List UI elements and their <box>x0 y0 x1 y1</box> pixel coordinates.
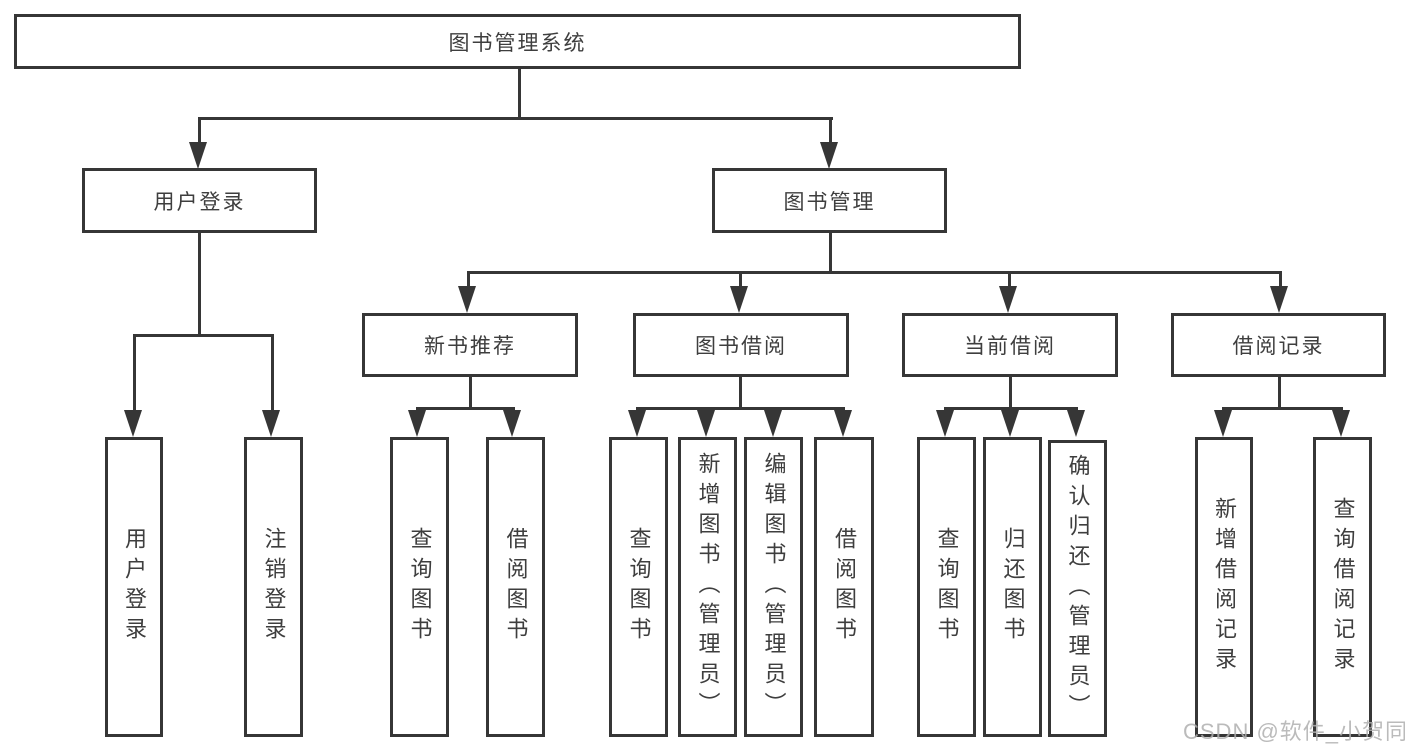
node-label: 新书推荐 <box>424 335 516 358</box>
leaf-logout: 注销登录 <box>244 437 303 737</box>
arrowhead-down-icon <box>408 410 426 437</box>
arrowhead-down-icon <box>628 410 646 437</box>
connector-group-stem <box>1278 377 1281 408</box>
node-label: 新增图书（管理员） <box>695 452 721 722</box>
node-current-borrowing: 当前借阅 <box>902 313 1118 377</box>
connector-group-stem <box>739 377 742 408</box>
arrowhead-down-icon <box>1001 410 1019 437</box>
node-label: 图书管理系统 <box>448 31 587 55</box>
node-label: 图书管理 <box>783 190 876 214</box>
node-label: 确认归还（管理员） <box>1065 453 1091 724</box>
connector-user-login-branch <box>133 334 274 337</box>
node-label: 借阅记录 <box>1232 335 1325 358</box>
node-label: 查询图书 <box>934 527 960 647</box>
connector-arrow-stem <box>271 336 274 411</box>
connector-level2-branch <box>198 117 833 120</box>
arrowhead-down-icon <box>764 410 782 437</box>
connector-arrow-stem <box>133 336 136 411</box>
leaf-return-books: 归还图书 <box>983 437 1042 737</box>
node-library-system: 图书管理系统 <box>14 14 1021 69</box>
leaf-add-books-admin: 新增图书（管理员） <box>678 437 737 737</box>
node-label: 新增借阅记录 <box>1212 497 1237 677</box>
node-new-book-recommendation: 新书推荐 <box>362 313 578 377</box>
arrowhead-down-icon <box>1214 410 1232 437</box>
arrowhead-down-icon <box>189 142 207 169</box>
arrowhead-down-icon <box>936 410 954 437</box>
node-label: 借阅图书 <box>832 527 857 647</box>
arrowhead-down-icon <box>124 410 142 437</box>
connector-arrow-stem <box>467 273 470 287</box>
connector-arrow-stem <box>198 120 201 144</box>
connector-user-login-stem <box>198 233 201 335</box>
connector-group-branch <box>944 407 1078 410</box>
node-label: 当前借阅 <box>964 335 1056 358</box>
arrowhead-down-icon <box>503 410 521 437</box>
node-label: 图书借阅 <box>695 335 787 358</box>
connector-root-stem <box>518 69 521 118</box>
node-label: 归还图书 <box>1000 527 1026 647</box>
connector-arrow-stem <box>1008 273 1011 287</box>
arrowhead-down-icon <box>458 286 476 313</box>
connector-group-stem <box>469 377 472 408</box>
connector-group-branch <box>636 407 845 410</box>
arrowhead-down-icon <box>697 410 715 437</box>
connector-arrow-stem <box>1279 273 1282 287</box>
arrowhead-down-icon <box>1067 410 1085 437</box>
node-label: 查询图书 <box>626 527 652 647</box>
connector-book-mgmt-stem <box>829 233 832 272</box>
connector-arrow-stem <box>829 120 832 144</box>
node-book-management-group: 图书管理 <box>712 168 947 233</box>
connector-level3-branch <box>467 271 1282 274</box>
arrowhead-down-icon <box>1270 286 1288 313</box>
arrowhead-down-icon <box>999 286 1017 313</box>
node-label: 注销登录 <box>261 527 287 647</box>
node-label: 查询图书 <box>407 527 433 647</box>
connector-group-stem <box>1009 377 1012 408</box>
csdn-watermark: CSDN @软件_小贺同学 <box>1183 719 1405 744</box>
leaf-query-books-3: 查询图书 <box>917 437 976 737</box>
arrowhead-down-icon <box>730 286 748 313</box>
leaf-borrow-books-1: 借阅图书 <box>486 437 545 737</box>
arrowhead-down-icon <box>834 410 852 437</box>
connector-arrow-stem <box>511 407 514 412</box>
connector-arrow-stem <box>739 273 742 287</box>
node-borrowing-records: 借阅记录 <box>1171 313 1386 377</box>
node-label: 查询借阅记录 <box>1330 497 1356 677</box>
connector-group-branch <box>1222 407 1343 410</box>
connector-arrow-stem <box>416 407 419 412</box>
node-book-borrowing: 图书借阅 <box>633 313 849 377</box>
node-label: 用户登录 <box>122 527 147 647</box>
leaf-query-books-1: 查询图书 <box>390 437 449 737</box>
leaf-query-books-2: 查询图书 <box>609 437 668 737</box>
leaf-user-login: 用户登录 <box>105 437 163 737</box>
leaf-confirm-return-admin: 确认归还（管理员） <box>1048 440 1107 737</box>
arrowhead-down-icon <box>262 410 280 437</box>
leaf-add-borrow-record: 新增借阅记录 <box>1195 437 1253 737</box>
arrowhead-down-icon <box>820 142 838 169</box>
leaf-edit-books-admin: 编辑图书（管理员） <box>744 437 803 737</box>
node-label: 借阅图书 <box>503 527 529 647</box>
arrowhead-down-icon <box>1332 410 1350 437</box>
leaf-borrow-books-2: 借阅图书 <box>814 437 874 737</box>
node-user-login-group: 用户登录 <box>82 168 317 233</box>
node-label: 编辑图书（管理员） <box>761 452 787 722</box>
connector-group-branch <box>416 407 515 410</box>
node-label: 用户登录 <box>153 190 246 214</box>
leaf-query-borrow-record: 查询借阅记录 <box>1313 437 1372 737</box>
